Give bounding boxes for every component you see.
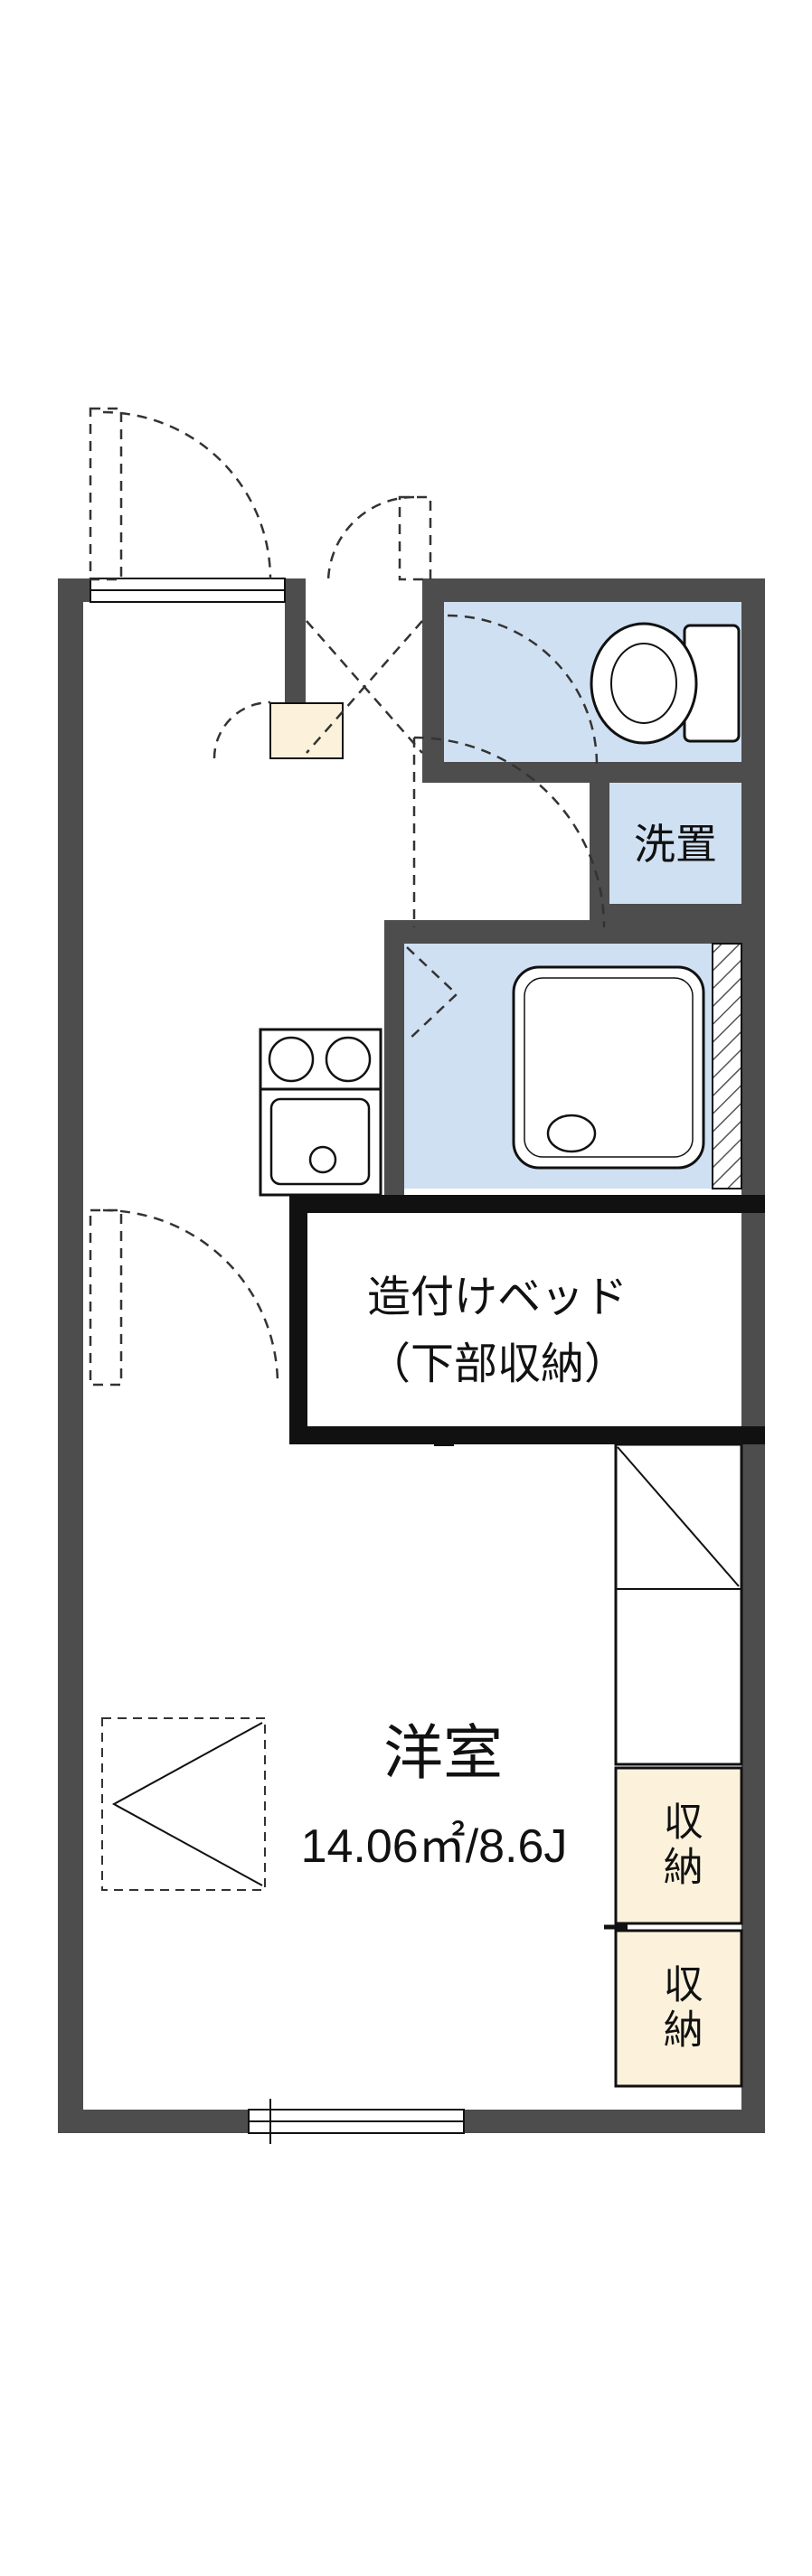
hall-door-arc (413, 736, 606, 928)
main-room-size: 14.06㎡/8.6J (300, 1820, 568, 1873)
storage-bottom-label: 収納 (656, 1963, 702, 2054)
toilet-bowl (590, 622, 698, 745)
wall-entry-partition (285, 602, 306, 703)
wall-left (58, 578, 83, 2133)
stove-icon (259, 1028, 382, 1091)
wall-right (741, 578, 765, 2133)
bath-door-fold (406, 946, 458, 1042)
closet-left-outline (101, 1717, 266, 1891)
storage-boxes (604, 1766, 743, 2088)
entry-door-arc (102, 410, 272, 580)
wall-bottom-b (464, 2110, 765, 2133)
wall-top-c (422, 578, 765, 602)
shoe-box (269, 702, 344, 759)
sink-drain (308, 1145, 337, 1174)
bathtub-icon (512, 965, 705, 1170)
sink-basin (269, 1097, 371, 1186)
toilet-icon (590, 622, 741, 745)
bathtub-inner (524, 977, 694, 1158)
bed-door-mark (434, 1426, 454, 1446)
sink-icon (259, 1087, 382, 1197)
mainroom-door-leaf (89, 1208, 123, 1387)
closet-right-diagonal (617, 1446, 740, 1587)
entry-door-leaf (89, 407, 123, 581)
wall-washer-left (590, 783, 609, 904)
pipe-space-hatch (712, 943, 742, 1189)
sink-counter (259, 1087, 382, 1197)
main-room-name: 洋室 (383, 1719, 503, 1786)
closet-right-box (614, 1443, 743, 1766)
closet-left-door-mark (111, 1722, 263, 1886)
storage-box-bottom (614, 1929, 743, 2088)
stove-body (259, 1028, 382, 1091)
bath-drain (546, 1114, 597, 1153)
genkan-swing-x (306, 620, 423, 754)
wall-top-b (285, 578, 306, 602)
bathtub-outer (512, 965, 705, 1170)
shoebox-door-arc (212, 700, 271, 759)
interior-walls (285, 602, 765, 1204)
stove-burner-right (325, 1036, 372, 1083)
closet-left-dashed (101, 1717, 266, 1891)
entry-door2-leaf (398, 495, 432, 581)
builtin-bed-label-line2: （下部収納） (366, 1340, 628, 1388)
wall-toilet-bottom (422, 762, 765, 783)
builtin-bed-label-line1: 造付けベッド (366, 1274, 628, 1321)
wall-bathroom-top (384, 920, 765, 944)
windows (90, 578, 465, 2144)
outer-walls (58, 578, 765, 2133)
door-swings (89, 407, 606, 1387)
storage-box-top (614, 1766, 743, 1925)
entry-door2-arc (326, 495, 415, 584)
closet-right (614, 1443, 743, 1766)
stove-burner-left (268, 1036, 315, 1083)
washer-area-label: 洗置 (634, 821, 717, 868)
wall-top-a (58, 578, 90, 602)
wall-bottom-a (58, 2110, 249, 2133)
washer-room-floor (609, 783, 741, 904)
mainroom-door-arc (102, 1208, 279, 1386)
storage-top-label: 収納 (656, 1800, 702, 1891)
wall-bathroom-left (384, 920, 404, 1204)
bed-area-border (289, 1195, 765, 1444)
wall-washer-bottom (590, 904, 765, 924)
toilet-bowl-inner (610, 643, 677, 724)
